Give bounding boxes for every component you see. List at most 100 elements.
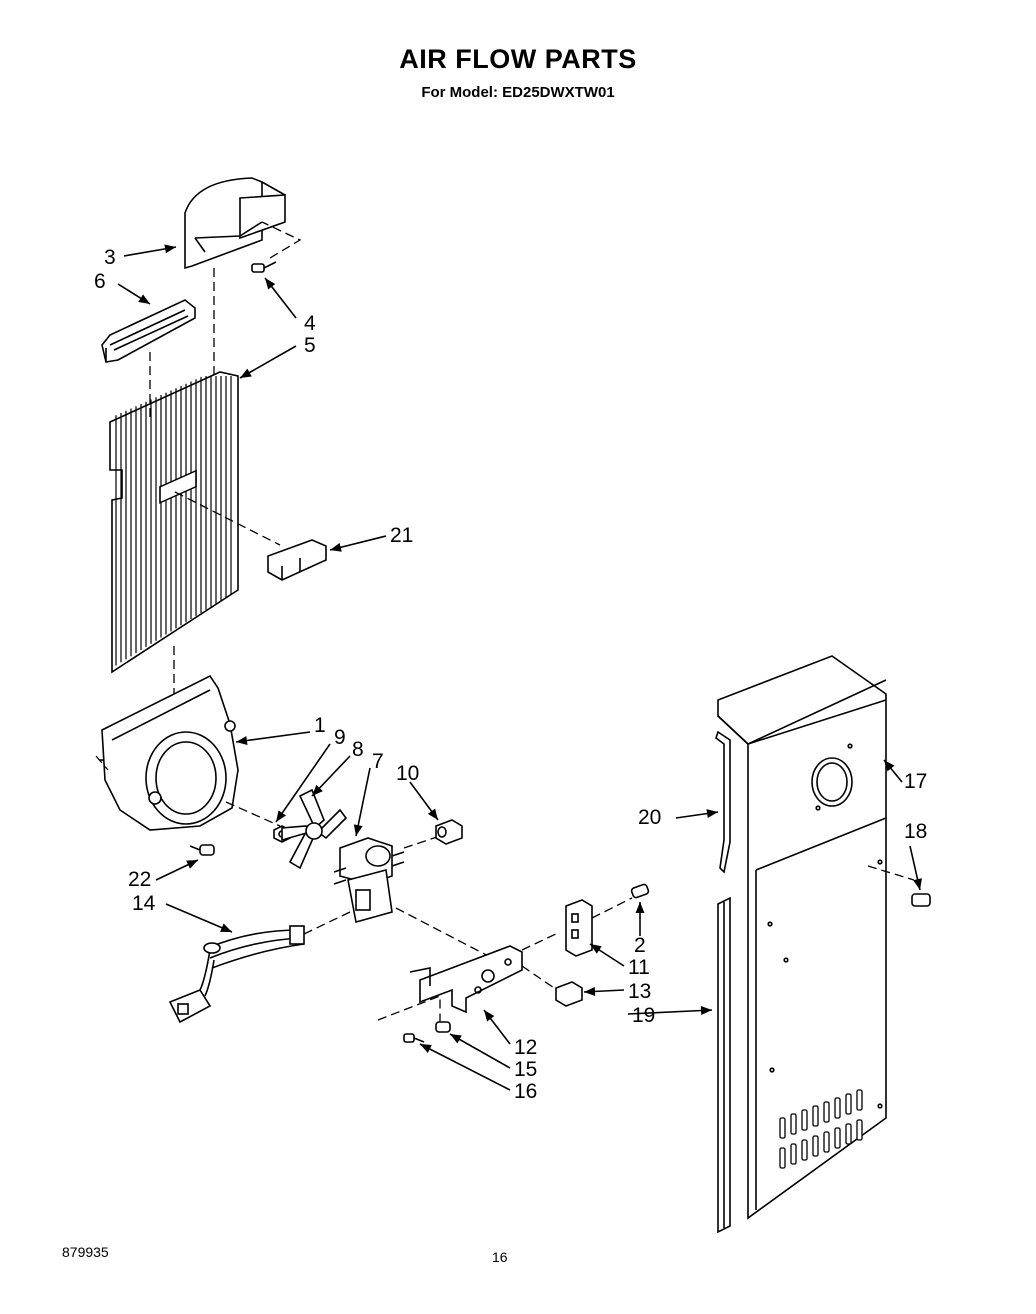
guide-line-cover-screw [867, 865, 915, 881]
callout-9: 9 [334, 726, 346, 749]
leader-line [165, 903, 233, 933]
leader-arrows [117, 244, 922, 1091]
callout-10: 10 [396, 762, 419, 785]
arrow-head [240, 368, 252, 378]
callout-1: 1 [314, 714, 326, 737]
arrow-head [590, 944, 602, 954]
callout-14: 14 [132, 892, 156, 915]
part-louver-grille [101, 299, 196, 363]
callout-2: 2 [634, 934, 646, 957]
arrow-head [236, 736, 248, 745]
arrow-head [330, 542, 342, 552]
callout-18: 18 [904, 820, 927, 843]
part-evaporator-cover [109, 371, 239, 674]
arrow-head [353, 824, 363, 836]
part-wire-harness [168, 925, 305, 1024]
arrow-head [265, 278, 276, 290]
part-clip-21 [267, 539, 327, 581]
guide-line-bracket-damper [521, 931, 561, 951]
vent-slot [856, 1089, 863, 1111]
callout-5: 5 [304, 334, 316, 357]
guide-line-motor-grommet [403, 835, 441, 849]
vent-slot [812, 1105, 819, 1127]
vent-slot [790, 1113, 797, 1135]
arrow-head [220, 923, 232, 932]
part-grommet-10 [435, 819, 463, 845]
leader-line [449, 1033, 511, 1069]
leader-line [627, 1009, 713, 1015]
vent-slot [845, 1123, 852, 1145]
page-number: 16 [492, 1249, 508, 1265]
vent-slot [845, 1093, 852, 1115]
arrow-head [312, 784, 323, 796]
part-plate-11 [565, 899, 593, 957]
part-block-13 [555, 981, 583, 1007]
arrow-head [420, 1044, 432, 1054]
guide-line-harness-motor [303, 911, 351, 935]
callout-4: 4 [304, 312, 316, 335]
guide-line-bracket-block [521, 965, 561, 993]
guide-line-plate-screw [591, 897, 633, 919]
arrow-head [164, 244, 176, 254]
vent-slot [779, 1117, 786, 1139]
part-screw-22 [189, 844, 215, 856]
vent-slot [823, 1131, 830, 1153]
vent-slot [801, 1109, 808, 1131]
arrow-head [635, 902, 645, 913]
callout-15: 15 [514, 1058, 537, 1081]
guide-line-clip [174, 491, 281, 546]
callout-16: 16 [514, 1080, 537, 1103]
callout-22: 22 [128, 868, 151, 891]
callout-19: 19 [632, 1004, 655, 1027]
arrow-head [186, 860, 198, 869]
callout-13: 13 [628, 980, 651, 1003]
vent-slot [779, 1147, 786, 1169]
part-motor-bracket [409, 945, 523, 1014]
vent-slot [834, 1127, 841, 1149]
part-air-tower-cover [717, 655, 887, 1220]
callout-3: 3 [104, 246, 116, 269]
arrow-head [884, 760, 895, 772]
guide-line-bracket-screws [377, 995, 441, 1024]
callout-6: 6 [94, 270, 106, 293]
callout-7: 7 [372, 750, 384, 773]
model-subtitle: For Model: ED25DWXTW01 [421, 84, 615, 101]
arrow-head [427, 808, 438, 820]
arrow-head [700, 1006, 712, 1016]
vent-slot [812, 1135, 819, 1157]
arrow-head [584, 986, 596, 996]
callout-11: 11 [628, 956, 650, 979]
part-screw-4 [251, 261, 277, 273]
part-screw-18 [911, 893, 931, 907]
part-fan-blade [281, 788, 348, 870]
page-title: AIR FLOW PARTS [399, 44, 637, 74]
arrow-head [706, 809, 718, 819]
part-screw-15 [435, 1021, 451, 1033]
vent-slot [823, 1101, 830, 1123]
document-number: 879935 [62, 1244, 109, 1260]
vent-slot [790, 1143, 797, 1165]
leader-line [235, 731, 311, 743]
part-fan-shroud [100, 674, 239, 831]
part-seal-strip-20 [715, 730, 731, 874]
callout-21: 21 [390, 524, 413, 547]
guide-line-shroud-left [95, 755, 109, 771]
part-screw-2 [630, 883, 650, 899]
leader-line [419, 1043, 511, 1091]
callout-12: 12 [514, 1036, 537, 1059]
guide-line-duct-screw [261, 221, 302, 259]
leader-line [355, 767, 371, 837]
arrow-head [276, 810, 286, 822]
vent-slot [856, 1119, 863, 1141]
vent-slot [801, 1139, 808, 1161]
callout-20: 20 [638, 806, 661, 829]
part-fan-motor [333, 837, 405, 924]
part-air-duct [184, 177, 286, 270]
guide-line-shroud-fan [225, 801, 281, 827]
part-gasket-strip-19 [717, 896, 731, 1234]
guide-line-motor-bracket [395, 907, 497, 961]
arrow-head [450, 1034, 462, 1044]
callout-8: 8 [352, 738, 364, 761]
leader-line [275, 743, 331, 823]
